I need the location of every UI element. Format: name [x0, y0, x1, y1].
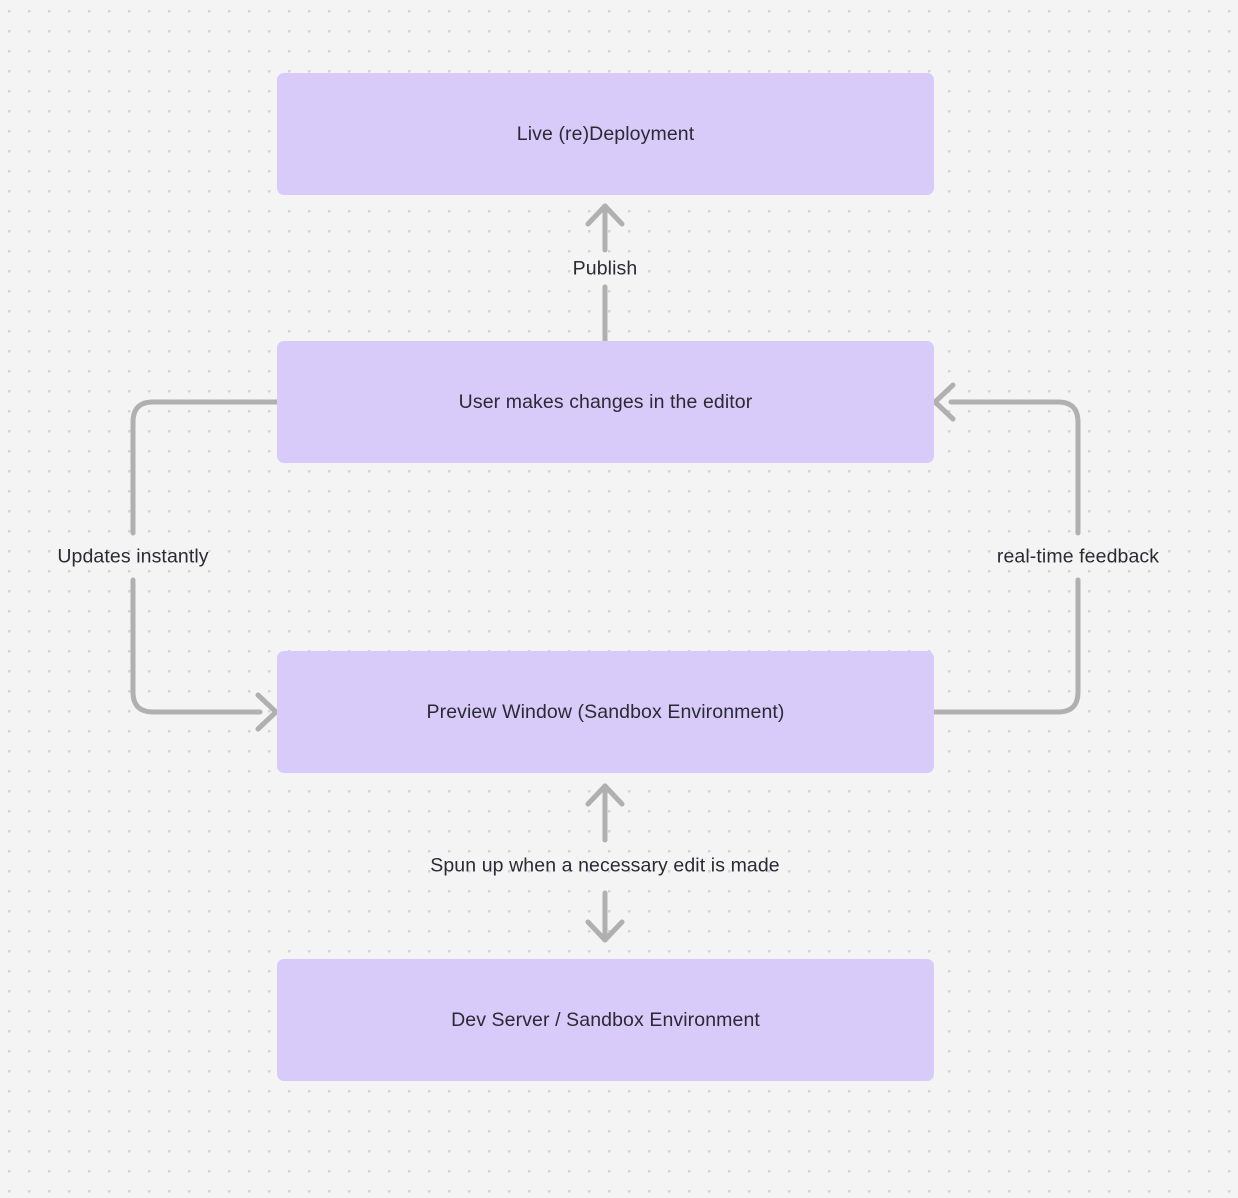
- node-dev-server[interactable]: Dev Server / Sandbox Environment: [277, 959, 934, 1081]
- edge-label-real-time-feedback: real-time feedback: [996, 545, 1160, 568]
- node-preview-window-label: Preview Window (Sandbox Environment): [426, 700, 785, 723]
- edge-spun-up-arrowhead-up: [585, 783, 625, 807]
- node-user-edits[interactable]: User makes changes in the editor: [277, 341, 934, 463]
- edge-spun-up-arrowhead-down: [585, 919, 625, 943]
- edge-label-updates-instantly: Updates instantly: [57, 545, 209, 568]
- edge-label-spun-up: Spun up when a necessary edit is made: [430, 854, 780, 877]
- node-user-edits-label: User makes changes in the editor: [458, 390, 753, 413]
- node-live-deployment-label: Live (re)Deployment: [516, 122, 695, 145]
- node-live-deployment[interactable]: Live (re)Deployment: [277, 73, 934, 195]
- node-preview-window[interactable]: Preview Window (Sandbox Environment): [277, 651, 934, 773]
- edge-updates-instantly-arrowhead-right: [255, 692, 279, 732]
- edge-updates-instantly-line-lower: [130, 577, 263, 715]
- edge-label-publish: Publish: [572, 257, 638, 280]
- edge-real-time-feedback-line-upper: [948, 399, 1081, 536]
- node-dev-server-label: Dev Server / Sandbox Environment: [451, 1008, 760, 1031]
- edge-publish-arrowhead-up: [585, 203, 625, 227]
- edge-updates-instantly-line-upper: [130, 399, 280, 536]
- edge-real-time-feedback-line-lower: [931, 577, 1081, 715]
- edge-real-time-feedback-arrowhead-left: [932, 382, 956, 422]
